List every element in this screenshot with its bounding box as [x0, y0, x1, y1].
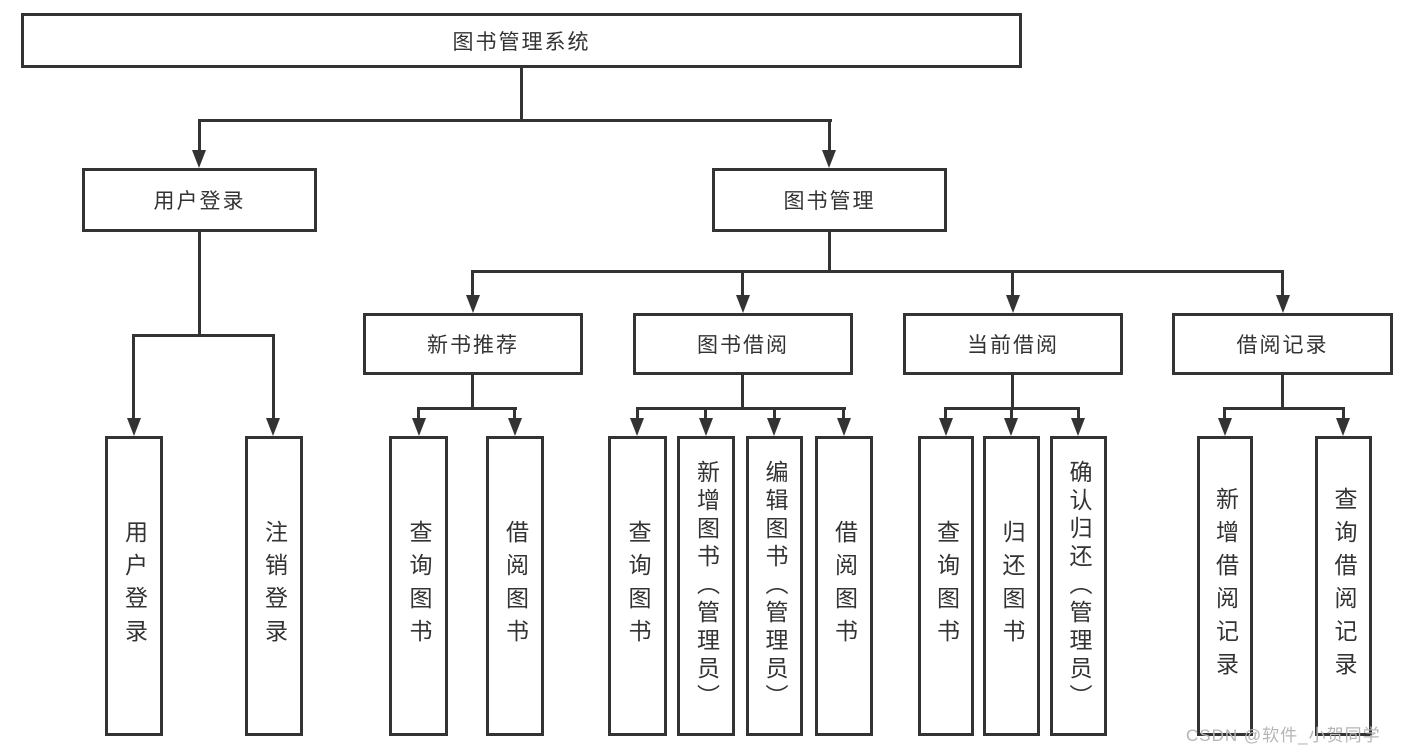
connector-line — [520, 68, 523, 122]
node-current-borrow-label: 当前借阅 — [967, 334, 1059, 357]
arrow-down-icon — [736, 295, 750, 313]
leaf-br-add-record-label: 新增借阅记录 — [1212, 487, 1239, 685]
connector-line — [471, 270, 1284, 273]
connector-line — [1281, 375, 1284, 410]
connector-line — [636, 407, 639, 423]
node-new-book-recommend-label: 新书推荐 — [427, 334, 519, 357]
arrow-down-icon — [127, 418, 141, 436]
connector-line — [1281, 270, 1284, 298]
leaf-rec-query-book: 查询图书 — [389, 436, 448, 736]
connector-line — [828, 232, 831, 273]
connector-line — [471, 270, 474, 298]
connector-line — [198, 119, 832, 122]
leaf-bb-edit-book-label: 编辑图书（管理员） — [762, 460, 788, 712]
leaf-cb-query-book-label: 查询图书 — [933, 520, 960, 652]
leaf-rec-borrow-book-label: 借阅图书 — [502, 520, 529, 652]
node-root-label: 图书管理系统 — [452, 30, 591, 54]
connector-line — [1011, 375, 1014, 410]
node-book-management-label: 图书管理 — [783, 190, 876, 213]
arrow-down-icon — [699, 418, 713, 436]
connector-line — [1011, 270, 1014, 298]
arrow-down-icon — [837, 418, 851, 436]
node-book-borrow: 图书借阅 — [633, 313, 853, 375]
connector-line — [132, 334, 135, 422]
connector-line — [741, 375, 744, 410]
leaf-user-login-label: 用户登录 — [121, 520, 148, 652]
leaf-bb-edit-book: 编辑图书（管理员） — [746, 436, 803, 736]
connector-line — [1077, 407, 1080, 423]
leaf-cb-return-book: 归还图书 — [983, 436, 1040, 736]
arrow-down-icon — [266, 418, 280, 436]
node-root: 图书管理系统 — [21, 13, 1022, 68]
connector-line — [1223, 407, 1345, 410]
leaf-br-add-record: 新增借阅记录 — [1197, 436, 1253, 736]
leaf-rec-borrow-book: 借阅图书 — [486, 436, 544, 736]
leaf-logout-label: 注销登录 — [261, 520, 288, 652]
arrow-down-icon — [767, 418, 781, 436]
leaf-rec-query-book-label: 查询图书 — [406, 520, 432, 652]
connector-line — [198, 232, 201, 337]
connector-line — [198, 119, 201, 153]
connector-line — [636, 407, 846, 410]
arrow-down-icon — [192, 150, 206, 168]
connector-line — [704, 407, 707, 423]
leaf-cb-confirm-return-label: 确认归还（管理员） — [1066, 460, 1092, 712]
leaf-user-login: 用户登录 — [105, 436, 163, 736]
arrow-down-icon — [508, 418, 522, 436]
leaf-bb-add-book: 新增图书（管理员） — [677, 436, 735, 736]
arrow-down-icon — [939, 418, 953, 436]
node-borrow-record-label: 借阅记录 — [1236, 334, 1329, 357]
connector-line — [132, 334, 275, 337]
leaf-br-query-record-label: 查询借阅记录 — [1331, 487, 1357, 685]
arrow-down-icon — [1276, 295, 1290, 313]
node-current-borrow: 当前借阅 — [903, 313, 1123, 375]
leaf-cb-return-book-label: 归还图书 — [999, 520, 1025, 652]
arrow-down-icon — [412, 418, 426, 436]
node-book-management: 图书管理 — [712, 168, 947, 232]
connector-line — [741, 270, 744, 298]
csdn-watermark: CSDN @软件_小贺同学 — [1186, 726, 1381, 745]
connector-line — [944, 407, 947, 423]
arrow-down-icon — [822, 150, 836, 168]
node-book-borrow-label: 图书借阅 — [697, 334, 789, 357]
node-user-login-label: 用户登录 — [153, 190, 246, 213]
leaf-logout: 注销登录 — [245, 436, 303, 736]
arrow-down-icon — [630, 418, 644, 436]
leaf-bb-borrow-book-label: 借阅图书 — [831, 520, 858, 652]
connector-line — [1342, 407, 1345, 423]
connector-line — [513, 407, 516, 423]
node-borrow-record: 借阅记录 — [1172, 313, 1393, 375]
leaf-br-query-record: 查询借阅记录 — [1315, 436, 1372, 736]
connector-line — [471, 375, 474, 410]
connector-line — [773, 407, 776, 423]
connector-line — [1010, 407, 1013, 423]
arrow-down-icon — [466, 295, 480, 313]
arrow-down-icon — [1336, 418, 1350, 436]
leaf-cb-query-book: 查询图书 — [918, 436, 974, 736]
arrow-down-icon — [1004, 418, 1018, 436]
leaf-bb-query-book-label: 查询图书 — [625, 520, 651, 652]
connector-line — [272, 334, 275, 422]
arrow-down-icon — [1218, 418, 1232, 436]
connector-line — [842, 407, 845, 423]
leaf-cb-confirm-return: 确认归还（管理员） — [1050, 436, 1107, 736]
leaf-bb-borrow-book: 借阅图书 — [815, 436, 873, 736]
connector-line — [1223, 407, 1226, 423]
connector-line — [828, 119, 831, 153]
connector-line — [417, 407, 420, 423]
node-new-book-recommend: 新书推荐 — [363, 313, 583, 375]
node-user-login: 用户登录 — [82, 168, 317, 232]
arrow-down-icon — [1071, 418, 1085, 436]
connector-line — [417, 407, 517, 410]
leaf-bb-add-book-label: 新增图书（管理员） — [693, 460, 720, 712]
leaf-bb-query-book: 查询图书 — [608, 436, 667, 736]
arrow-down-icon — [1006, 295, 1020, 313]
